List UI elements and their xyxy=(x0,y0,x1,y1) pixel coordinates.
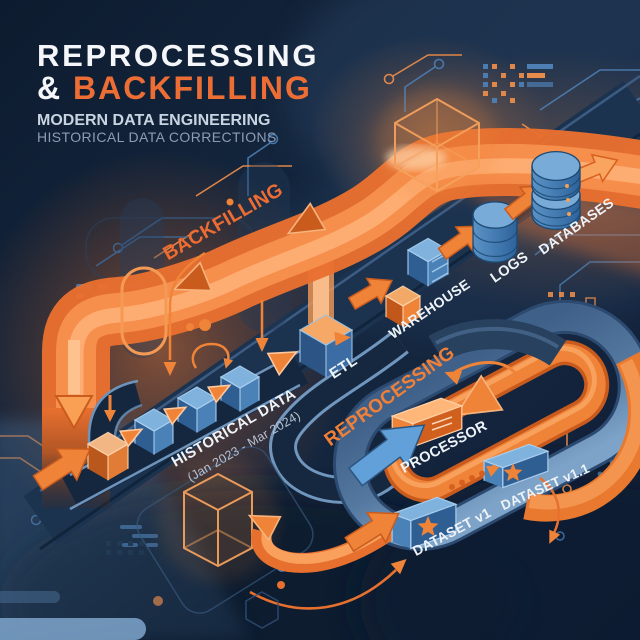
svg-text:HISTORICAL DATA CORRECTIONS: HISTORICAL DATA CORRECTIONS xyxy=(37,129,277,145)
svg-text:& BACKFILLING: & BACKFILLING xyxy=(37,70,312,106)
svg-text:MODERN DATA ENGINEERING: MODERN DATA ENGINEERING xyxy=(37,112,270,129)
svg-text:REPROCESSING: REPROCESSING xyxy=(37,38,319,73)
